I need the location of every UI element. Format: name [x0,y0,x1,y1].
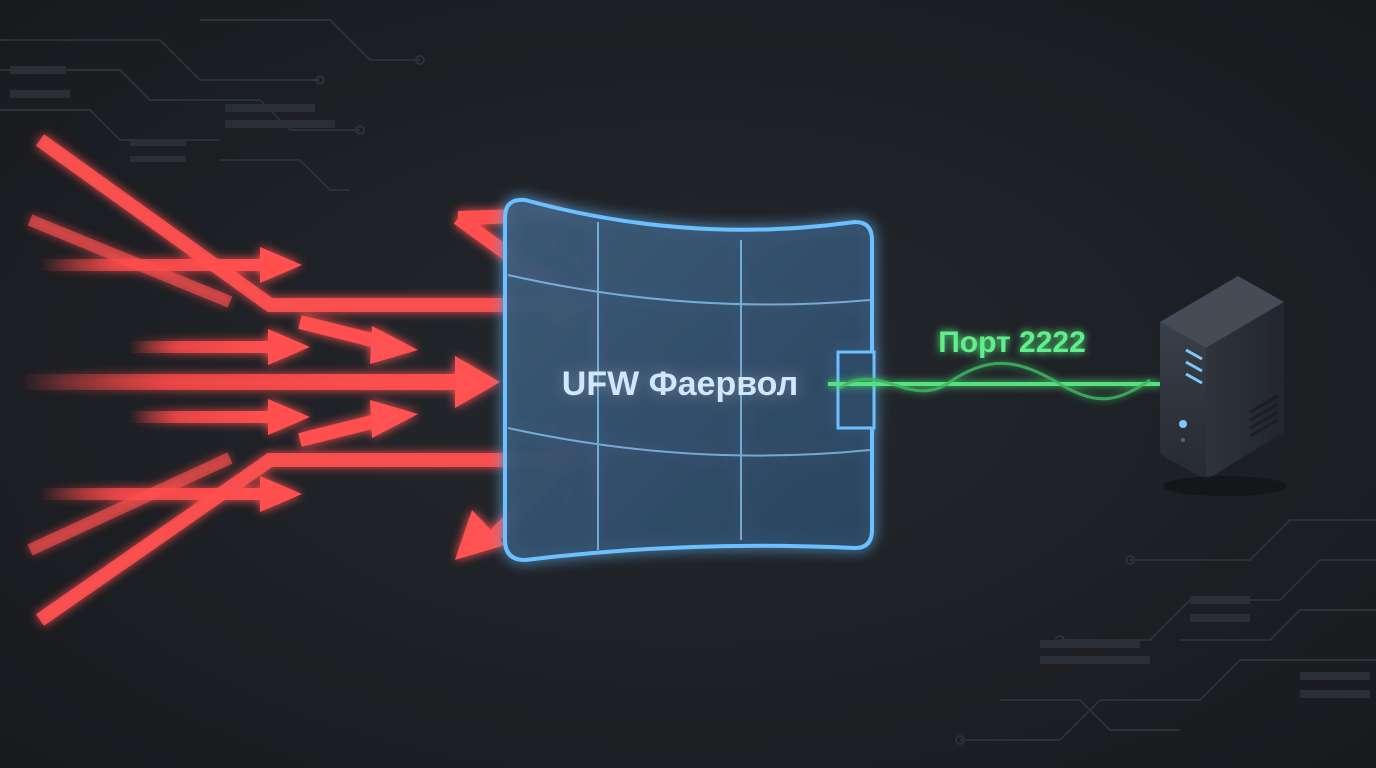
port-label: Порт 2222 [938,326,1086,359]
firewall-label: UFW Фаервол [562,365,798,403]
allowed-connection: Порт 2222 [828,326,1162,401]
threat-arrow [20,356,500,408]
server-status-lights [1185,348,1203,385]
circuit-traces [0,19,1376,745]
threat-arrow [298,315,418,364]
threat-arrow [130,399,310,435]
threat-arrow [298,400,418,447]
threat-arrow [130,329,310,365]
circuit-chips [10,66,1370,698]
server-tower-icon [1160,276,1287,496]
firewall-shield: UFW Фаервол [503,197,876,563]
